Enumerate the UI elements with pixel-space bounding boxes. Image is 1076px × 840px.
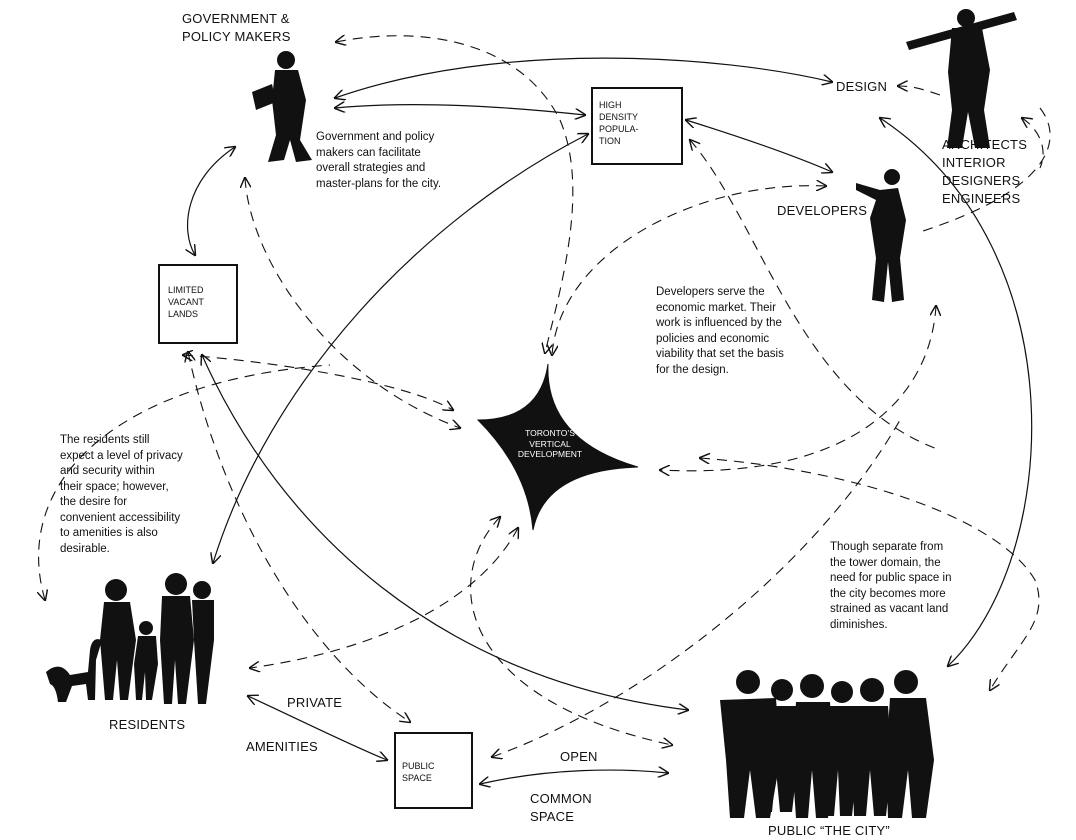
design-label: DESIGN bbox=[836, 79, 888, 94]
developers-note: Developers serve the economic market. Th… bbox=[656, 286, 784, 376]
amenities-label: AMENITIES bbox=[246, 739, 318, 754]
gov-center-dashed bbox=[245, 178, 460, 428]
center-publicspace-dashed bbox=[470, 517, 672, 745]
highdensity-developers-arrow bbox=[686, 120, 832, 172]
residents-family-silhouette-icon bbox=[46, 573, 214, 704]
center-residents-dashed bbox=[250, 528, 518, 668]
open-label: OPEN bbox=[560, 749, 598, 764]
high-density-text: HIGH DENSITY POPULA- TION bbox=[599, 100, 639, 146]
common-space-label: COMMON SPACE bbox=[530, 791, 592, 824]
developers-label: DEVELOPERS bbox=[777, 203, 868, 218]
gov-highdensity-arrow bbox=[335, 105, 585, 115]
architects-design-arrow-dashed bbox=[898, 86, 941, 96]
toronto-center-text: TORONTO’S VERTICAL DEVELOPMENT bbox=[517, 428, 583, 459]
architect-silhouette-icon bbox=[906, 9, 1017, 148]
limited-vacant-text: LIMITED VACANT LANDS bbox=[168, 285, 204, 319]
government-note: Government and policy makers can facilit… bbox=[316, 131, 442, 190]
architects-label: ARCHITECTS INTERIOR DESIGNERS ENGINEERS bbox=[942, 137, 1028, 206]
vacant-center-dashed bbox=[183, 355, 453, 410]
residents-label: RESIDENTS bbox=[109, 717, 186, 732]
gov-design-arrow bbox=[335, 57, 832, 98]
residents-note: The residents still expect a level of pr… bbox=[60, 434, 183, 555]
developer-silhouette-icon bbox=[856, 169, 906, 302]
toronto-center-star bbox=[476, 363, 639, 531]
limited-vacant-box: LIMITED VACANT LANDS bbox=[158, 264, 238, 344]
gov-topleft-dashed bbox=[336, 36, 574, 353]
vacant-public-arrow bbox=[202, 355, 688, 710]
private-label: PRIVATE bbox=[287, 695, 343, 710]
developers-center-dashed bbox=[552, 186, 826, 355]
public-space-box: PUBLIC SPACE bbox=[394, 732, 473, 809]
high-density-box: HIGH DENSITY POPULA- TION bbox=[591, 87, 683, 165]
dashed-arrows bbox=[39, 36, 1051, 757]
government-silhouette-icon bbox=[252, 51, 312, 162]
publicspace-public-arrow bbox=[480, 770, 668, 784]
developers-public-dashed bbox=[700, 458, 1040, 690]
government-label: GOVERNMENT & POLICY MAKERS bbox=[182, 11, 291, 44]
public-city-label: PUBLIC “THE CITY” bbox=[768, 823, 890, 838]
public-space-note: Though separate from the tower domain, t… bbox=[830, 541, 952, 631]
architects-design-dashed bbox=[919, 107, 1051, 233]
public-crowd-silhouette-icon bbox=[720, 670, 934, 818]
gov-vacant-arrow bbox=[188, 147, 235, 255]
publicspace-developers-dashed bbox=[492, 419, 901, 757]
architects-right-dashed bbox=[1022, 118, 1044, 169]
public-space-text: PUBLIC SPACE bbox=[402, 761, 435, 783]
